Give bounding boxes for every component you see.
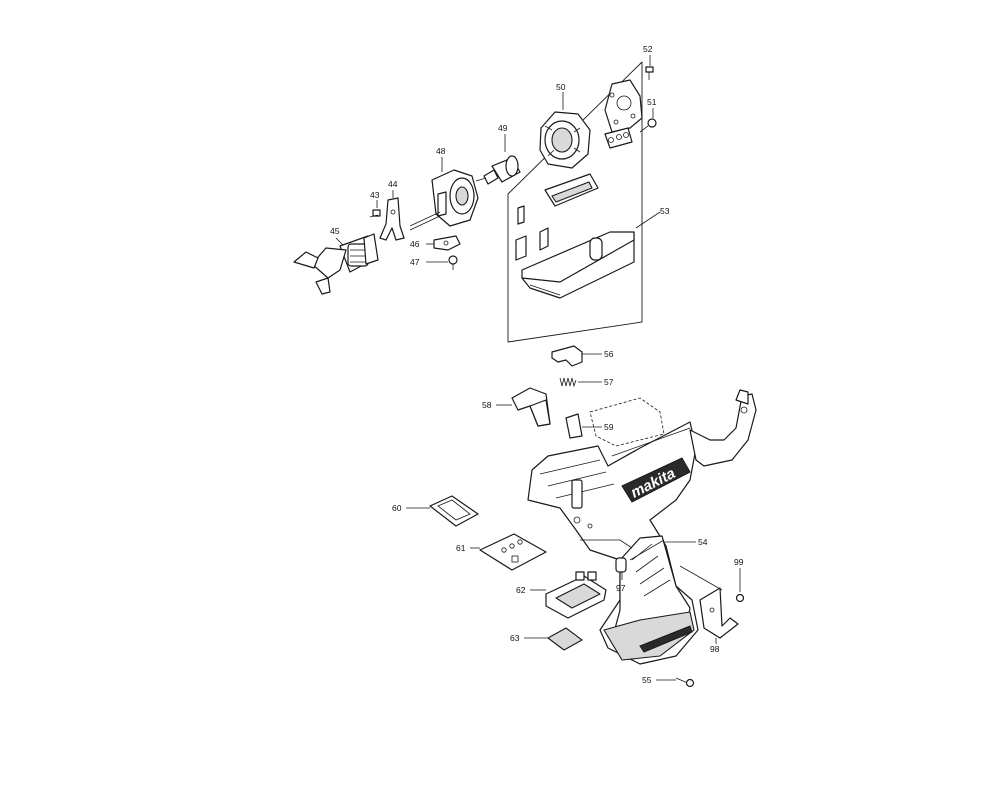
- part-56-lever: [551, 345, 602, 367]
- callout-45: 45: [330, 226, 340, 236]
- part-50-stator: [539, 92, 591, 169]
- part-48-gear-housing: [409, 157, 479, 231]
- part-63-label: [524, 627, 583, 651]
- callout-48: 48: [436, 146, 446, 156]
- part-47-screw: [426, 255, 458, 270]
- internal-pcb-outline: [589, 397, 665, 447]
- callout-63: 63: [510, 633, 520, 643]
- leader-97-to-housing: [629, 539, 665, 561]
- callout-47: 47: [410, 257, 420, 267]
- part-98-plate: [699, 587, 739, 644]
- part-45-twister-unit: [293, 233, 379, 295]
- callout-62: 62: [516, 585, 526, 595]
- callout-51: 51: [647, 97, 657, 107]
- callout-57: 57: [604, 377, 614, 387]
- callout-44: 44: [388, 179, 398, 189]
- part-52-screw: [645, 55, 654, 80]
- part-57-spring: [559, 377, 602, 388]
- part-55-screw: [656, 677, 695, 688]
- callout-53: 53: [660, 206, 670, 216]
- part-61-switch-panel: [470, 533, 547, 571]
- part-43-screw: [369, 200, 381, 218]
- part-44-link-plate: [379, 190, 405, 241]
- part-62-switch-board: [530, 571, 607, 619]
- callout-59: 59: [604, 422, 614, 432]
- callout-54: 54: [698, 537, 708, 547]
- callout-43: 43: [370, 190, 380, 200]
- part-97-pin: [615, 557, 627, 580]
- callout-61: 61: [456, 543, 466, 553]
- callout-98: 98: [710, 644, 720, 654]
- part-53-controller-assembly: [515, 79, 661, 299]
- callout-46: 46: [410, 239, 420, 249]
- callout-52: 52: [643, 44, 653, 54]
- callout-58: 58: [482, 400, 492, 410]
- callout-55: 55: [642, 675, 652, 685]
- callout-50: 50: [556, 82, 566, 92]
- part-58-cover: [496, 387, 551, 427]
- callout-97: 97: [616, 583, 626, 593]
- callout-60: 60: [392, 503, 402, 513]
- part-46-bracket: [426, 235, 461, 251]
- leader-98-to-housing: [679, 565, 723, 591]
- part-49-rotor: [475, 134, 521, 185]
- part-99-screw: [735, 568, 745, 603]
- part-51-screw: [639, 108, 657, 133]
- callout-56: 56: [604, 349, 614, 359]
- part-60-gasket: [406, 495, 479, 527]
- part-59-button: [565, 413, 602, 439]
- callout-99: 99: [734, 557, 744, 567]
- callout-49: 49: [498, 123, 508, 133]
